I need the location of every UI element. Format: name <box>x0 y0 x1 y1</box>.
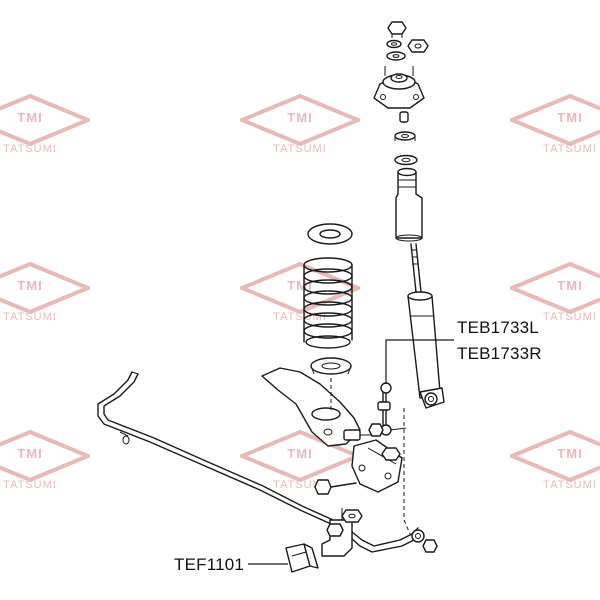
part-label-tef1101: TEF1101 <box>174 555 245 574</box>
part-label-teb1733r: TEB1733R <box>457 344 542 363</box>
knuckle-nut <box>381 447 401 461</box>
arm-bolt <box>314 479 357 495</box>
upper-nut <box>407 39 429 53</box>
leader-line-teb1733 <box>385 339 454 384</box>
strut-bushing <box>399 111 409 123</box>
bracket-bolt-left <box>326 523 344 537</box>
dust-boot <box>395 167 423 242</box>
stabilizer-bar <box>97 371 421 553</box>
upper-spring-seat <box>307 223 353 245</box>
shock-absorber <box>407 243 445 409</box>
stabilizer-bushing <box>285 543 319 573</box>
stabilizer-link <box>377 382 407 436</box>
link-upper-nut <box>368 423 384 437</box>
strut-washer <box>394 131 416 141</box>
bar-end-eye <box>411 529 438 553</box>
top-cap-nut <box>387 21 407 38</box>
upper-washer-small <box>386 39 402 49</box>
bracket-bolt-top <box>341 509 363 523</box>
bump-stop <box>394 154 418 166</box>
upper-washer <box>386 51 406 61</box>
coil-spring <box>303 257 353 349</box>
part-label-teb1733l: TEB1733L <box>457 318 539 337</box>
lower-spring-seat <box>310 357 352 375</box>
strut-top-mount <box>373 66 425 109</box>
